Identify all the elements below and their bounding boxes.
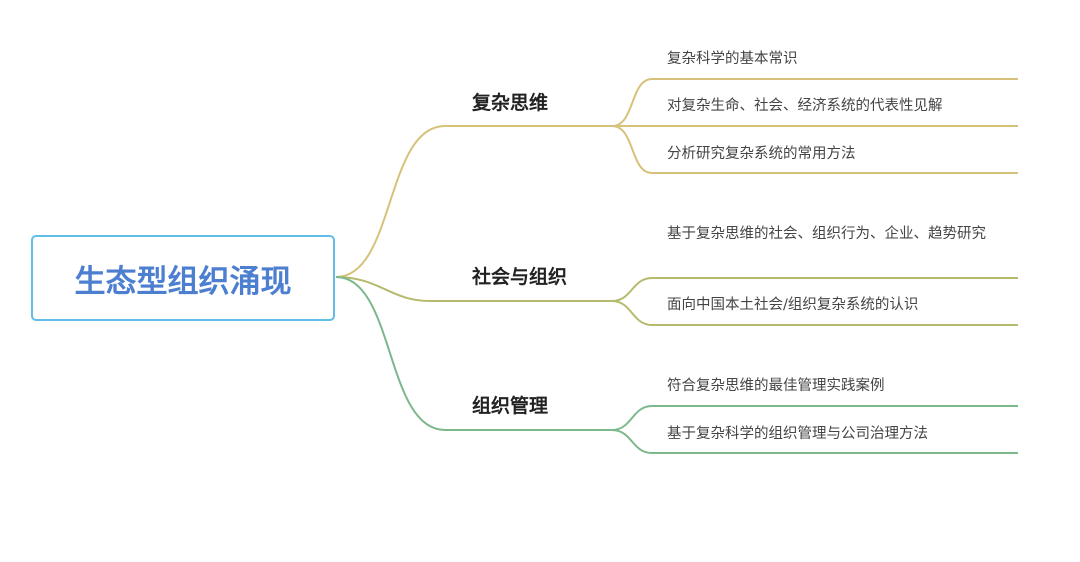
connector-branch-1: [335, 125, 612, 278]
child-node-3-2[interactable]: 基于复杂科学的组织管理与公司治理方法: [667, 426, 928, 442]
child-node-3-1[interactable]: 符合复杂思维的最佳管理实践案例: [667, 378, 885, 394]
connector-child-1-3: [611, 125, 1018, 174]
connector-child-3-2: [611, 429, 1018, 454]
root-node[interactable]: 生态型组织涌现: [31, 235, 335, 321]
connector-branch-2: [335, 276, 612, 302]
child-node-2-2[interactable]: 面向中国本土社会/组织复杂系统的认识: [667, 297, 919, 313]
connector-child-3-1: [611, 405, 1018, 431]
child-node-1-1[interactable]: 复杂科学的基本常识: [667, 51, 798, 67]
connector-branch-3: [335, 276, 612, 431]
connector-child-2-2: [611, 300, 1018, 326]
connector-child-2-1: [611, 277, 1018, 302]
root-label: 生态型组织涌现: [74, 263, 292, 300]
child-node-2-1[interactable]: 基于复杂思维的社会、组织行为、企业、趋势研究: [667, 226, 986, 242]
branch-node-3[interactable]: 组织管理: [472, 395, 549, 417]
branch-node-2[interactable]: 社会与组织: [472, 266, 568, 288]
branch-node-1[interactable]: 复杂思维: [472, 92, 549, 114]
child-node-1-3[interactable]: 分析研究复杂系统的常用方法: [667, 146, 856, 162]
connector-child-1-1: [611, 78, 1018, 127]
child-node-1-2[interactable]: 对复杂生命、社会、经济系统的代表性见解: [667, 98, 943, 114]
